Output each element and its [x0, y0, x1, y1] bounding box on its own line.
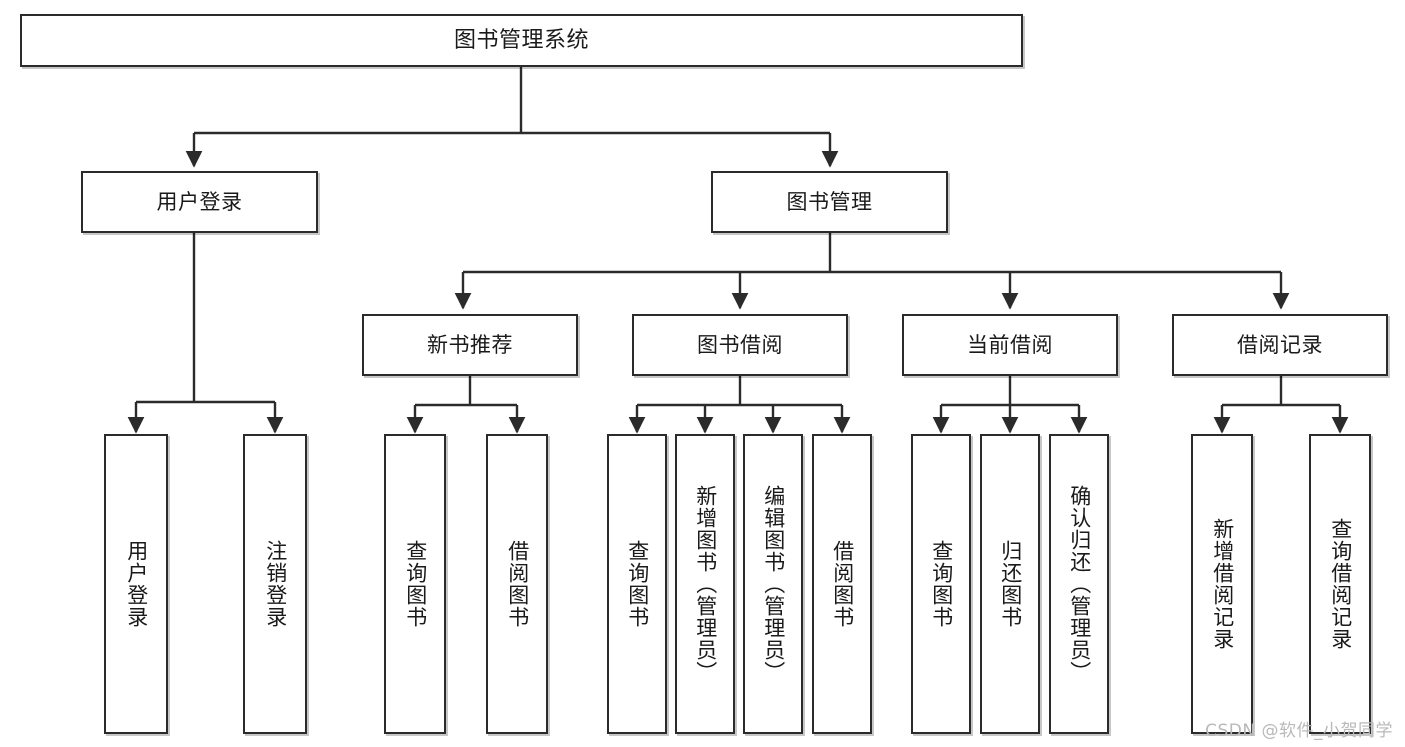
leaf-query-book-2[interactable]: 查询图书	[607, 434, 667, 734]
leaf-query-book-3[interactable]: 查询图书	[911, 434, 971, 734]
node-root-label: 图书管理系统	[453, 27, 589, 53]
node-current-borrow[interactable]: 当前借阅	[902, 314, 1118, 376]
leaf-return-book[interactable]: 归还图书	[980, 434, 1040, 734]
leaf-edit-book[interactable]: 编辑图书（管理员）	[743, 434, 803, 734]
leaf-add-book[interactable]: 新增图书（管理员）	[675, 434, 735, 734]
leaf-user-login[interactable]: 用户登录	[104, 434, 168, 734]
leaf-logout-label: 注销登录	[263, 540, 288, 628]
node-borrow-record-label: 借阅记录	[1237, 332, 1323, 357]
node-book-borrow[interactable]: 图书借阅	[632, 314, 848, 376]
leaf-confirm-return-label: 确认归还（管理员）	[1067, 485, 1092, 683]
node-new-book-recommend-label: 新书推荐	[427, 332, 513, 357]
node-root[interactable]: 图书管理系统	[20, 14, 1023, 67]
leaf-logout[interactable]: 注销登录	[243, 434, 307, 734]
leaf-user-login-label: 用户登录	[124, 540, 149, 628]
node-borrow-record[interactable]: 借阅记录	[1172, 314, 1388, 376]
leaf-query-record-label: 查询借阅记录	[1328, 518, 1353, 650]
leaf-edit-book-label: 编辑图书（管理员）	[761, 485, 786, 683]
node-user-login-label: 用户登录	[156, 189, 243, 214]
node-user-login[interactable]: 用户登录	[81, 171, 318, 233]
leaf-confirm-return[interactable]: 确认归还（管理员）	[1049, 434, 1109, 734]
leaf-query-book-1[interactable]: 查询图书	[384, 434, 446, 734]
leaf-borrow-book-1-label: 借阅图书	[505, 540, 530, 628]
leaf-query-book-2-label: 查询图书	[625, 540, 650, 628]
leaf-borrow-book-1[interactable]: 借阅图书	[486, 434, 548, 734]
node-new-book-recommend[interactable]: 新书推荐	[362, 314, 578, 376]
leaf-add-record-label: 新增借阅记录	[1210, 518, 1235, 650]
leaf-borrow-book-2[interactable]: 借阅图书	[812, 434, 872, 734]
leaf-return-book-label: 归还图书	[998, 540, 1023, 628]
node-book-manage[interactable]: 图书管理	[711, 171, 948, 233]
leaf-query-book-1-label: 查询图书	[403, 540, 428, 628]
leaf-query-record[interactable]: 查询借阅记录	[1309, 434, 1371, 734]
leaf-borrow-book-2-label: 借阅图书	[830, 540, 855, 628]
node-book-manage-label: 图书管理	[786, 189, 873, 214]
leaf-add-record[interactable]: 新增借阅记录	[1191, 434, 1253, 734]
leaf-add-book-label: 新增图书（管理员）	[693, 485, 718, 683]
node-book-borrow-label: 图书借阅	[697, 332, 783, 357]
watermark: CSDN @软件_小贺同学	[1205, 721, 1393, 741]
node-current-borrow-label: 当前借阅	[967, 332, 1053, 357]
leaf-query-book-3-label: 查询图书	[929, 540, 954, 628]
